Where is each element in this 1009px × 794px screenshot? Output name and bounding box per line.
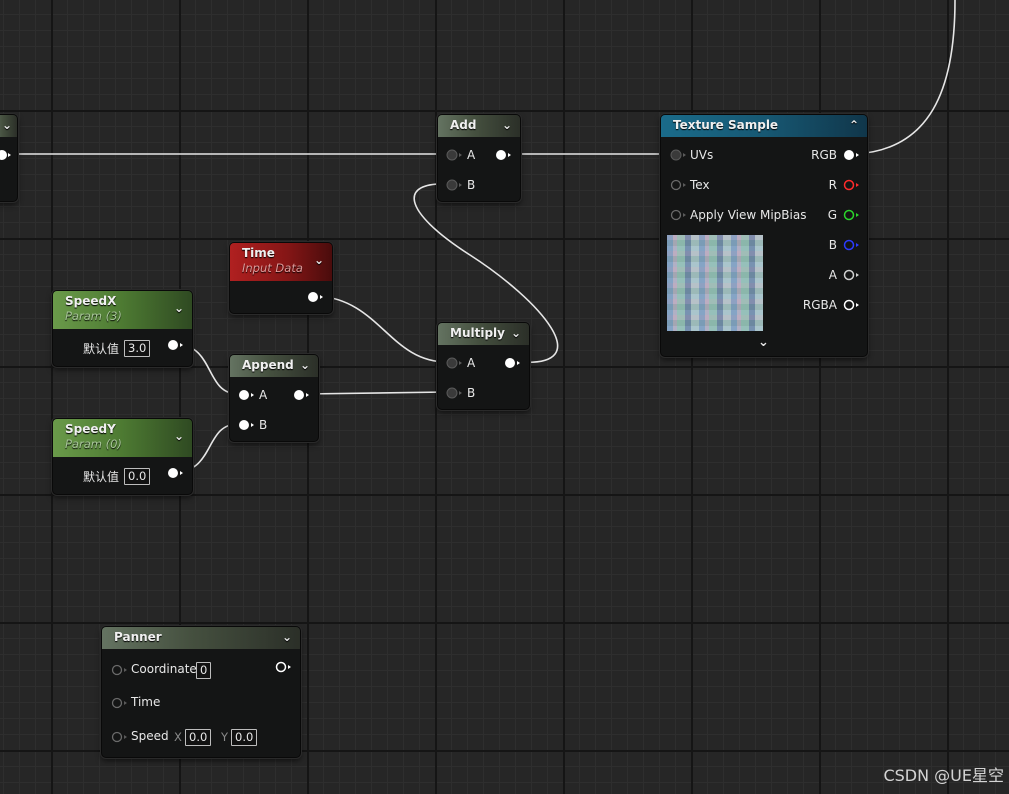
node-header: Texture Sample ⌃ — [661, 115, 867, 137]
output-pin-icon[interactable] — [495, 149, 511, 161]
input-label-speed: Speed — [131, 729, 169, 743]
output-pin-icon[interactable] — [307, 291, 323, 303]
chevron-down-icon[interactable]: ⌄ — [173, 301, 184, 315]
speed-x-label: X — [174, 730, 182, 744]
output-pin-a-icon[interactable] — [843, 269, 859, 281]
node-header: Multiply ⌄ — [438, 323, 529, 345]
texture-preview-image — [667, 235, 763, 331]
node-title: Texture Sample — [673, 118, 779, 132]
speed-y-label: Y — [221, 730, 229, 744]
node-header: Panner ⌄ — [102, 627, 300, 649]
node-header: ⌄ — [0, 115, 17, 137]
input-pin-a-icon[interactable] — [238, 389, 254, 401]
node-header: SpeedY Param (0) ⌄ — [53, 419, 192, 457]
chevron-down-icon[interactable]: ⌄ — [299, 358, 310, 372]
wire-time-to-multiply-a — [317, 295, 448, 363]
chevron-down-icon[interactable]: ⌄ — [501, 118, 512, 132]
input-pin-speed-icon[interactable] — [111, 731, 127, 743]
node-append[interactable]: Append ⌄ A B — [229, 354, 319, 442]
input-pin-uvs-icon[interactable] — [670, 149, 686, 161]
pin-label-a: A — [467, 356, 476, 370]
chevron-down-icon[interactable]: ⌄ — [1, 118, 12, 132]
node-multiply[interactable]: Multiply ⌄ A B — [437, 322, 530, 410]
node-speed-x[interactable]: SpeedX Param (3) ⌄ 默认值 3.0 — [52, 290, 193, 367]
coordinate-index-input[interactable]: 0 — [196, 662, 212, 679]
input-label-uvs: UVs — [690, 148, 714, 162]
output-label-g: G — [827, 208, 837, 222]
speed-x-input[interactable]: 0.0 — [185, 729, 212, 746]
input-label-coordinate: Coordinate — [131, 662, 197, 676]
input-pin-b-icon[interactable] — [446, 179, 462, 191]
node-time[interactable]: Time Input Data ⌄ — [229, 242, 333, 314]
node-partial-left[interactable]: ⌄ — [0, 114, 18, 202]
input-pin-coordinate-icon[interactable] — [111, 664, 127, 676]
output-label-a: A — [828, 268, 837, 282]
output-label-r: R — [828, 178, 837, 192]
output-pin-icon[interactable] — [167, 339, 183, 351]
wire-rgb-to-offscreen — [854, 0, 956, 155]
node-header: Time Input Data ⌄ — [230, 243, 332, 281]
default-value-input[interactable]: 3.0 — [124, 340, 151, 357]
speed-y-input[interactable]: 0.0 — [231, 729, 258, 746]
node-texture-sample[interactable]: Texture Sample ⌃ UVs Tex Apply View MipB… — [660, 114, 868, 357]
input-pin-tex-icon[interactable] — [670, 179, 686, 191]
input-label-time: Time — [131, 695, 161, 709]
expand-chevron-down-icon[interactable]: ⌄ — [758, 335, 769, 350]
chevron-down-icon[interactable]: ⌄ — [313, 253, 324, 267]
default-value-input[interactable]: 0.0 — [124, 468, 151, 485]
node-title: SpeedX — [65, 294, 117, 308]
output-label-rgb: RGB — [811, 148, 837, 162]
pin-label-b: B — [467, 178, 476, 192]
input-label-tex: Tex — [690, 178, 710, 192]
chevron-down-icon[interactable]: ⌄ — [510, 326, 521, 340]
wire-append-to-multiply-b — [303, 391, 448, 395]
output-pin-b-icon[interactable] — [843, 239, 859, 251]
node-title: Append — [242, 358, 294, 372]
node-title: Multiply — [450, 326, 505, 340]
node-panner[interactable]: Panner ⌄ Coordinate 0 Time Speed X 0.0 Y… — [101, 626, 301, 758]
node-title: Add — [450, 118, 477, 132]
output-pin-icon[interactable] — [275, 661, 291, 673]
input-pin-mipbias-icon[interactable] — [670, 209, 686, 221]
default-value-label: 默认值 — [83, 342, 120, 356]
chevron-down-icon[interactable]: ⌄ — [281, 630, 292, 644]
chevron-up-icon[interactable]: ⌃ — [848, 118, 859, 132]
node-subtitle: Input Data — [242, 261, 303, 275]
watermark: CSDN @UE星空 — [883, 766, 1004, 785]
node-subtitle: Param (0) — [65, 437, 122, 451]
default-value-label: 默认值 — [83, 470, 120, 484]
node-title: Panner — [114, 630, 162, 644]
node-subtitle: Param (3) — [65, 309, 122, 323]
pin-label-b: B — [259, 418, 268, 432]
output-pin-g-icon[interactable] — [843, 209, 859, 221]
output-pin-icon[interactable] — [0, 149, 11, 161]
input-pin-b-icon[interactable] — [238, 419, 254, 431]
input-pin-a-icon[interactable] — [446, 149, 462, 161]
input-pin-a-icon[interactable] — [446, 357, 462, 369]
pin-label-b: B — [467, 386, 476, 400]
output-pin-rgb-icon[interactable] — [843, 149, 859, 161]
output-label-rgba: RGBA — [802, 298, 837, 312]
node-title: SpeedY — [65, 422, 116, 436]
node-header: Add ⌄ — [438, 115, 520, 137]
pin-label-a: A — [467, 148, 476, 162]
input-pin-b-icon[interactable] — [446, 387, 462, 399]
chevron-down-icon[interactable]: ⌄ — [173, 429, 184, 443]
node-speed-y[interactable]: SpeedY Param (0) ⌄ 默认值 0.0 — [52, 418, 193, 495]
node-title: Time — [242, 246, 275, 260]
output-pin-rgba-icon[interactable] — [843, 299, 859, 311]
node-add[interactable]: Add ⌄ A B — [437, 114, 521, 202]
output-label-b: B — [828, 238, 837, 252]
output-pin-icon[interactable] — [167, 467, 183, 479]
node-header: Append ⌄ — [230, 355, 318, 377]
pin-label-a: A — [259, 388, 268, 402]
node-header: SpeedX Param (3) ⌄ — [53, 291, 192, 329]
output-pin-icon[interactable] — [293, 389, 309, 401]
input-pin-time-icon[interactable] — [111, 697, 127, 709]
output-pin-r-icon[interactable] — [843, 179, 859, 191]
output-pin-icon[interactable] — [504, 357, 520, 369]
input-label-apply-view-mipbias: Apply View MipBias — [690, 208, 807, 222]
